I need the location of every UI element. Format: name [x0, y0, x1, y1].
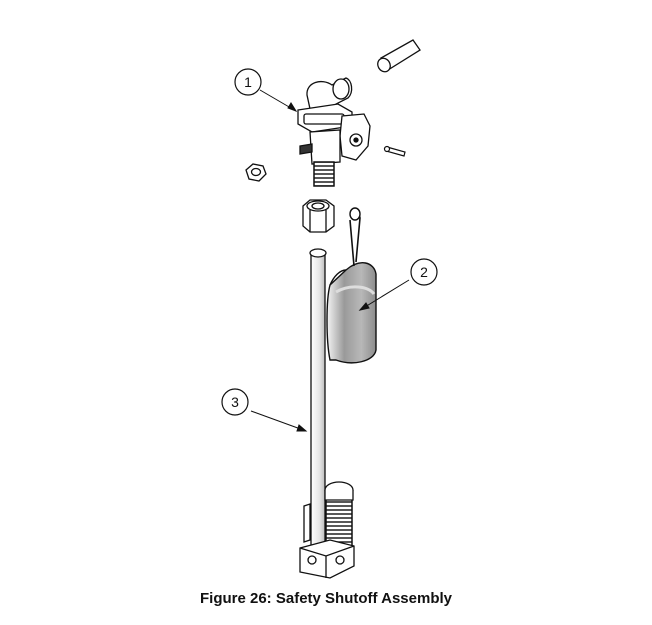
leader-lines	[250, 89, 410, 432]
callout-1-number: 1	[244, 74, 252, 90]
compression-nut	[302, 199, 335, 233]
figure-caption: Figure 26: Safety Shutoff Assembly	[200, 590, 452, 607]
callout-3: 3	[221, 388, 249, 416]
float	[326, 207, 377, 364]
callout-1: 1	[234, 68, 262, 96]
callout-3-number: 3	[231, 394, 239, 410]
valve-body	[297, 77, 371, 187]
lower-valve-housing	[299, 481, 355, 579]
tube-segment	[377, 39, 421, 73]
hex-nut	[245, 163, 267, 182]
callout-2-number: 2	[420, 264, 428, 280]
pin	[383, 145, 406, 157]
callout-2: 2	[410, 258, 438, 286]
float-rod	[309, 248, 327, 557]
